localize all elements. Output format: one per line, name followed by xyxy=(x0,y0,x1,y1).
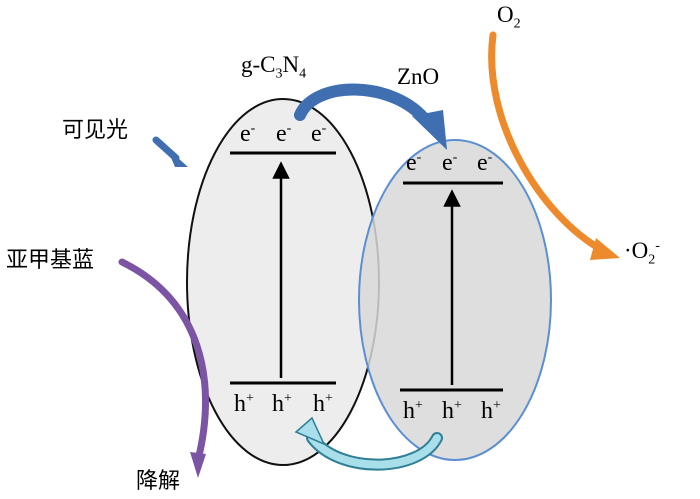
g-c3n4-hole: h+ xyxy=(234,391,254,417)
superoxide-label: ·O2- xyxy=(624,238,660,268)
zno-electron: e- xyxy=(477,150,493,176)
g-c3n4-hole: h+ xyxy=(313,391,333,417)
methylene-blue-label: 亚甲基蓝 xyxy=(6,248,95,273)
g-c3n4-electron: e- xyxy=(311,121,327,147)
hole-transfer-arrow xyxy=(294,416,443,471)
zno-hole: h+ xyxy=(481,398,501,424)
degradation-label: 降解 xyxy=(136,469,181,494)
electron-transfer-arrow xyxy=(294,83,447,150)
g-c3n4-hole: h+ xyxy=(272,391,292,417)
visible-light-label: 可见光 xyxy=(62,118,129,143)
oxygen-label: O2 xyxy=(497,2,521,32)
zno-hole: h+ xyxy=(442,398,462,424)
g-c3n4-electron: e- xyxy=(240,121,256,147)
zno-electron: e- xyxy=(406,150,422,176)
zno-label: ZnO xyxy=(397,64,440,89)
oxygen-reduction-arrow xyxy=(488,31,620,260)
visible-light-arrow xyxy=(152,136,188,167)
zno-hole: h+ xyxy=(403,398,423,424)
zno-ellipse xyxy=(358,139,552,461)
degradation-arrow xyxy=(118,258,210,478)
g-c3n4-label: g-C3N4 xyxy=(241,52,307,82)
zno-electron: e- xyxy=(442,150,458,176)
g-c3n4-electron: e- xyxy=(276,121,292,147)
